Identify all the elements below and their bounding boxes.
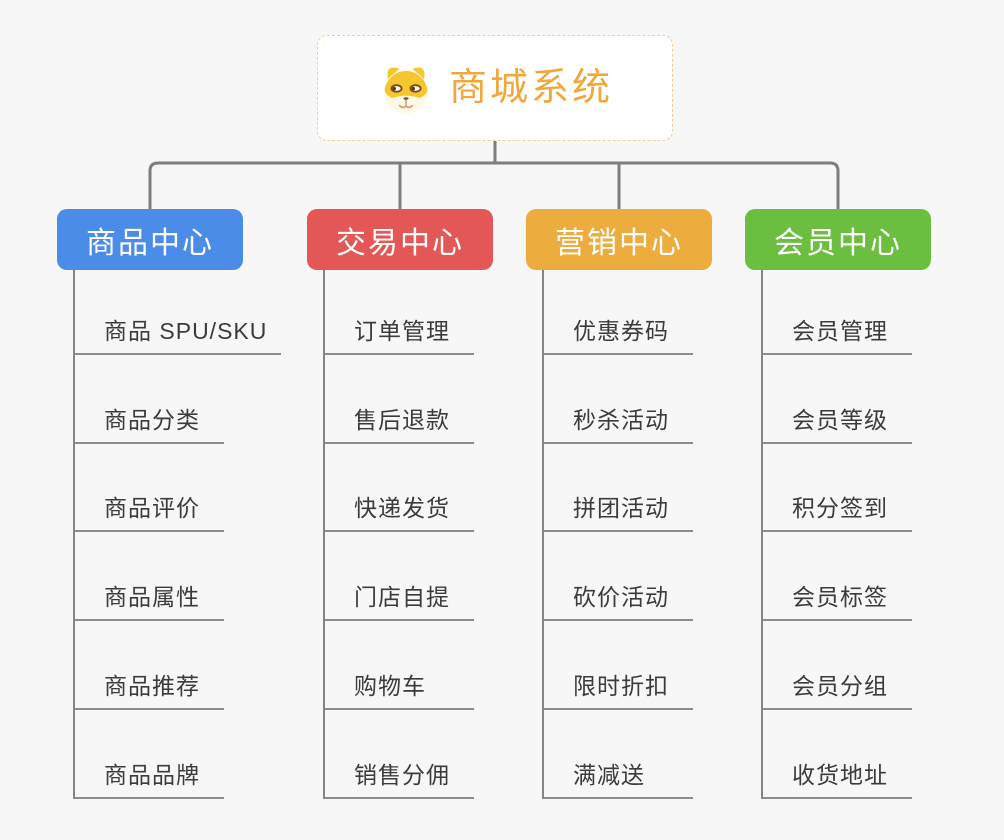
leaf-node[interactable]: 快递发货 xyxy=(324,444,474,533)
branch-header[interactable]: 商品中心 xyxy=(57,209,243,270)
branch-leaves: 订单管理售后退款快递发货门店自提购物车销售分佣 xyxy=(322,266,474,799)
branch-header[interactable]: 交易中心 xyxy=(307,209,493,270)
branch-leaves: 优惠券码秒杀活动拼团活动砍价活动限时折扣满减送 xyxy=(541,266,693,799)
leaf-node[interactable]: 拼团活动 xyxy=(543,444,693,533)
shiba-dog-icon xyxy=(377,59,435,117)
leaf-node[interactable]: 限时折扣 xyxy=(543,621,693,710)
branch-header[interactable]: 会员中心 xyxy=(745,209,931,270)
leaf-node[interactable]: 积分签到 xyxy=(762,444,912,533)
branch-header[interactable]: 营销中心 xyxy=(526,209,712,270)
leaf-node[interactable]: 会员标签 xyxy=(762,532,912,621)
leaf-node[interactable]: 商品分类 xyxy=(74,355,224,444)
root-title: 商城系统 xyxy=(448,67,613,109)
branch-member-center: 会员中心 会员管理会员等级积分签到会员标签会员分组收货地址 xyxy=(745,209,1004,840)
leaf-node[interactable]: 订单管理 xyxy=(324,266,474,355)
leaf-node[interactable]: 销售分佣 xyxy=(324,710,474,799)
root-node[interactable]: 商城系统 xyxy=(317,35,673,141)
branch-trunk-line xyxy=(322,270,326,799)
leaf-node[interactable]: 商品属性 xyxy=(74,532,224,621)
leaf-node[interactable]: 收货地址 xyxy=(762,710,912,799)
leaf-node[interactable]: 商品推荐 xyxy=(74,621,224,710)
branch-leaves: 会员管理会员等级积分签到会员标签会员分组收货地址 xyxy=(760,266,912,799)
branch-marketing-center: 营销中心 优惠券码秒杀活动拼团活动砍价活动限时折扣满减送 xyxy=(526,209,786,840)
leaf-node[interactable]: 会员分组 xyxy=(762,621,912,710)
leaf-node[interactable]: 商品品牌 xyxy=(74,710,224,799)
leaf-node[interactable]: 购物车 xyxy=(324,621,474,710)
leaf-node[interactable]: 会员管理 xyxy=(762,266,912,355)
branch-trunk-line xyxy=(760,270,764,799)
leaf-node[interactable]: 门店自提 xyxy=(324,532,474,621)
branch-trade-center: 交易中心 订单管理售后退款快递发货门店自提购物车销售分佣 xyxy=(307,209,567,840)
leaf-node[interactable]: 满减送 xyxy=(543,710,693,799)
branch-trunk-line xyxy=(541,270,545,799)
branch-trunk-line xyxy=(72,270,76,799)
leaf-node[interactable]: 商品 SPU/SKU xyxy=(74,266,282,355)
leaf-node[interactable]: 砍价活动 xyxy=(543,532,693,621)
branch-bus-line xyxy=(148,161,840,209)
leaf-node[interactable]: 售后退款 xyxy=(324,355,474,444)
leaf-node[interactable]: 秒杀活动 xyxy=(543,355,693,444)
leaf-node[interactable]: 会员等级 xyxy=(762,355,912,444)
leaf-node[interactable]: 商品评价 xyxy=(74,444,224,533)
leaf-node[interactable]: 优惠券码 xyxy=(543,266,693,355)
